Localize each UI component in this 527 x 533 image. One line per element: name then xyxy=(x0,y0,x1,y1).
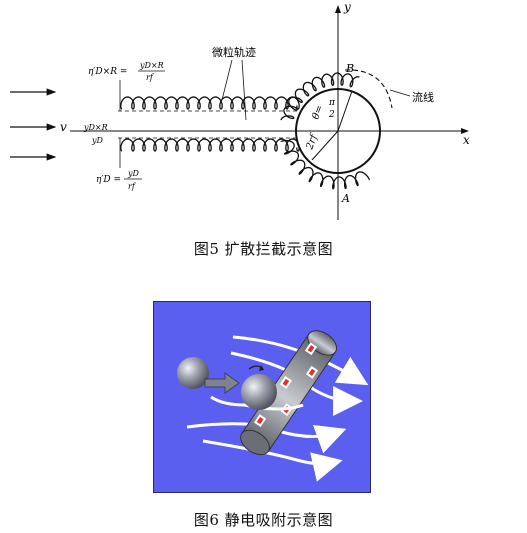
track-pointer-1 xyxy=(221,59,233,101)
figure5-diagram: v y x θ= π 2 2rf B A 流线 微粒轨迹 η′D×R = yD×… xyxy=(0,0,527,232)
point-a-label: A xyxy=(341,192,350,205)
eta-d-num: yD xyxy=(127,169,140,178)
point-b-label: B xyxy=(345,62,354,75)
charged-fiber xyxy=(240,330,338,456)
fiber-cross-section xyxy=(295,88,381,174)
streamline-path xyxy=(344,69,393,109)
particle-attracted xyxy=(241,374,277,410)
eta-dr-lhs: η′D×R = xyxy=(88,67,127,77)
particle-track-label: 微粒轨迹 xyxy=(212,45,256,59)
streamline-label: 流线 xyxy=(412,90,434,104)
theta-num: π xyxy=(328,98,336,108)
eta-dr-den: rf xyxy=(146,73,155,82)
particle-incoming xyxy=(177,357,209,389)
figure5-svg: v y x θ= π 2 2rf B A 流线 微粒轨迹 η′D×R = yD×… xyxy=(10,0,470,220)
theta-den: 2 xyxy=(328,110,335,120)
particle-track-lower xyxy=(120,138,300,152)
flow-line-3 xyxy=(210,395,246,407)
eta-dr-num: yD×R xyxy=(139,61,164,70)
streamline-pointer xyxy=(389,89,411,97)
figure5-caption: 图5 扩散拦截示意图 xyxy=(193,240,334,258)
track-pointer-2 xyxy=(241,59,247,121)
flow-line-5 xyxy=(202,439,343,482)
flow-line-2 xyxy=(230,351,363,416)
theta-label: θ= xyxy=(310,104,325,121)
motion-arrow xyxy=(204,372,240,394)
radius-line xyxy=(337,90,353,132)
particle-track-arc-lower xyxy=(280,139,370,190)
radius-line-2 xyxy=(311,130,339,161)
particle-track-upper xyxy=(120,96,300,110)
y-axis-label: y xyxy=(343,0,351,14)
y-d-label: yD xyxy=(91,136,104,145)
figure6-caption: 图6 静电吸附示意图 xyxy=(193,511,334,529)
y-dr-label: yD×R xyxy=(83,123,108,132)
particle-track-arc-upper xyxy=(280,72,360,121)
radius-label: 2rf xyxy=(304,131,321,152)
x-axis-label: x xyxy=(463,133,470,147)
eta-d-lhs: η′D = xyxy=(96,175,121,185)
figure6-illustration xyxy=(177,330,369,482)
velocity-label: v xyxy=(60,120,67,134)
eta-d-den: rf xyxy=(128,182,137,191)
